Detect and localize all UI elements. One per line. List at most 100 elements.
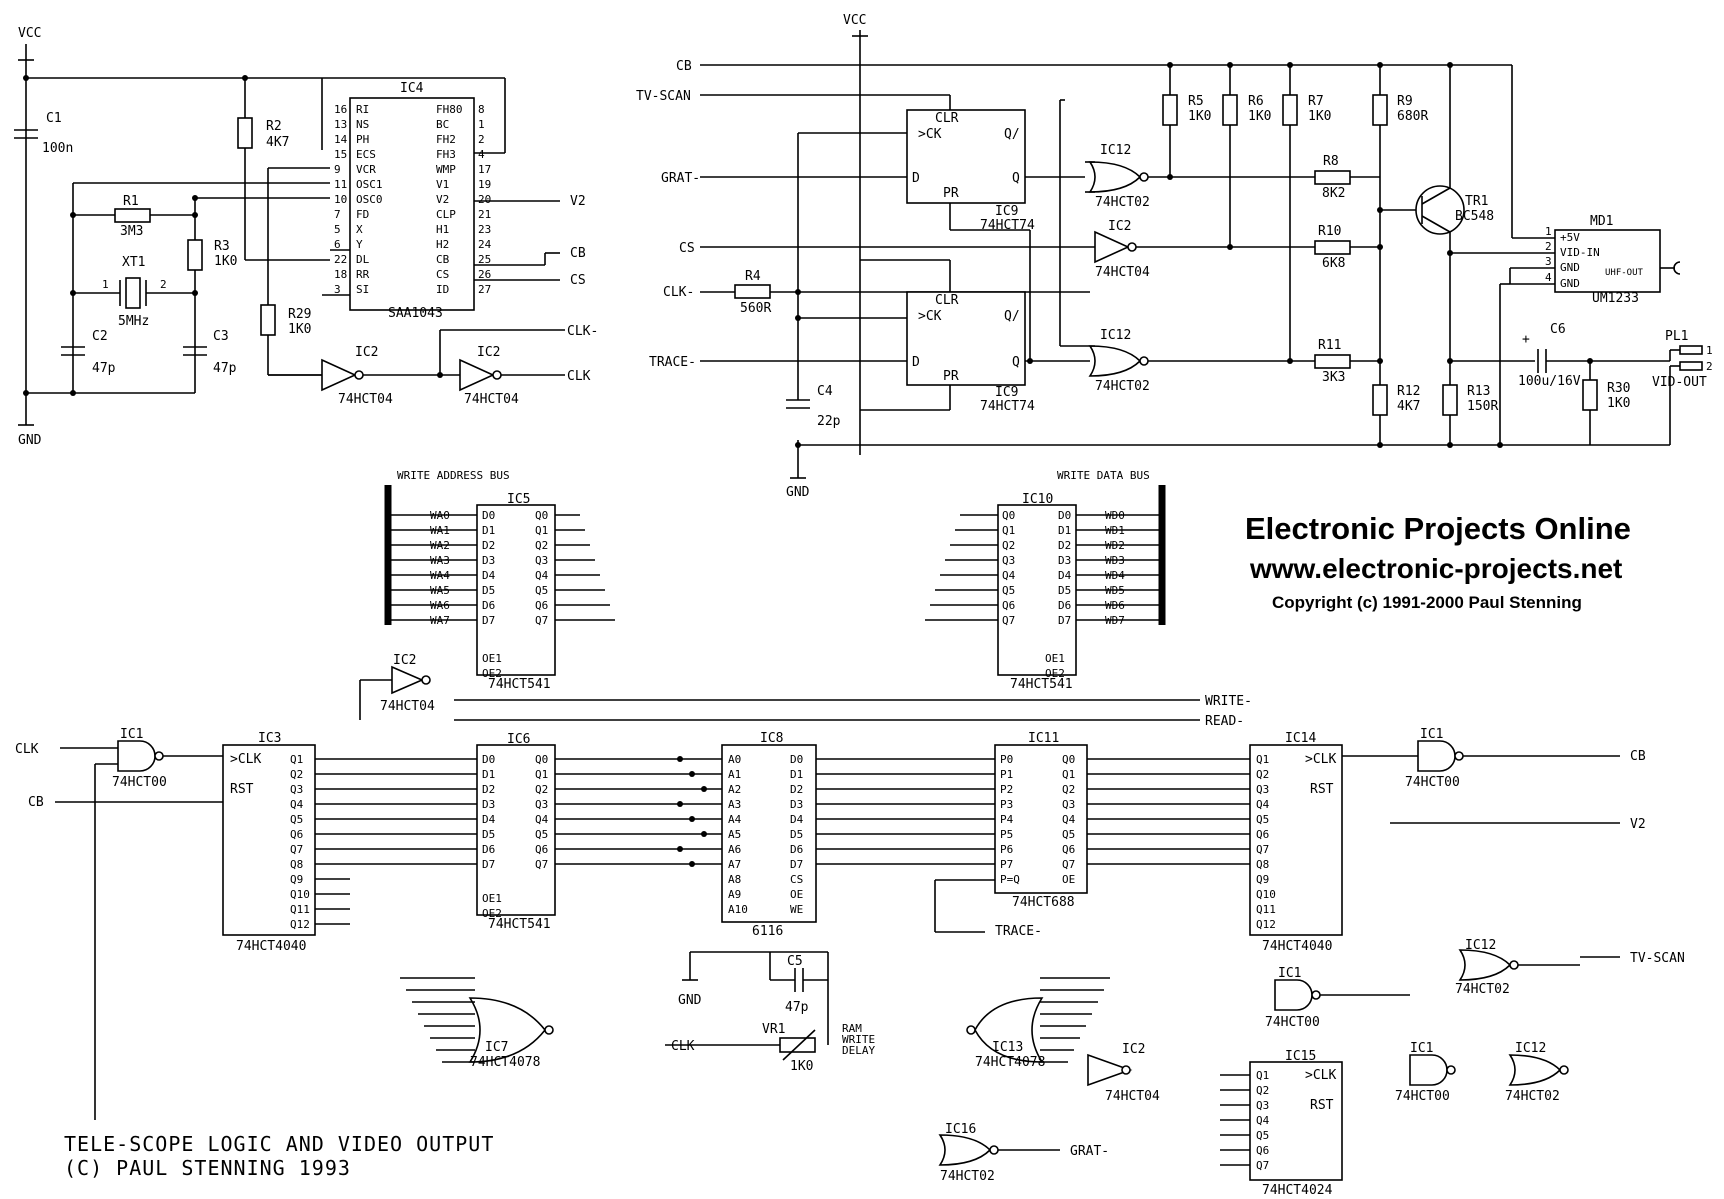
svg-text:2: 2 xyxy=(1545,240,1552,253)
ic4-pin-bc: BC xyxy=(436,118,449,131)
md1-value: UM1233 xyxy=(1592,291,1639,306)
ic11-q4: Q4 xyxy=(1062,813,1076,826)
svg-text:D0: D0 xyxy=(1058,509,1071,522)
svg-text:OE2: OE2 xyxy=(1045,667,1065,680)
ic14-q5: Q5 xyxy=(1256,813,1269,826)
svg-text:D2: D2 xyxy=(482,539,495,552)
ic4-cs-label: CS xyxy=(570,273,586,288)
svg-text:3: 3 xyxy=(334,283,341,296)
in-cs-label: CS xyxy=(679,241,695,256)
ic1b-part: 74HCT00 xyxy=(1405,775,1460,790)
svg-text:18: 18 xyxy=(334,268,347,281)
site-url: www.electronic-projects.net xyxy=(1249,553,1622,584)
ic4-pin-ecs: ECS xyxy=(356,148,376,161)
svg-text:74HCT541: 74HCT541 xyxy=(488,677,551,692)
ic8-a1: A1 xyxy=(728,768,741,781)
r30-label: R30 xyxy=(1607,381,1630,396)
svg-text:9: 9 xyxy=(334,163,341,176)
svg-text:Q2: Q2 xyxy=(535,539,548,552)
r11-value: 3K3 xyxy=(1322,370,1345,385)
svg-text:74HCT688: 74HCT688 xyxy=(1012,895,1075,910)
svg-text:D1: D1 xyxy=(1058,524,1071,537)
ic3-q3: Q3 xyxy=(290,783,303,796)
svg-text:IC10: IC10 xyxy=(1022,492,1053,507)
ic4-pin-si: SI xyxy=(356,283,369,296)
md1-body xyxy=(1554,229,1661,293)
ic14-q11: Q11 xyxy=(1256,903,1276,916)
svg-text:4: 4 xyxy=(1545,271,1552,284)
svg-text:Q: Q xyxy=(1012,355,1020,370)
ic11-oe: OE xyxy=(1062,873,1075,886)
ic3-q12: Q12 xyxy=(290,918,310,931)
svg-text:Q0: Q0 xyxy=(535,753,548,766)
r9-label: R9 xyxy=(1397,94,1413,109)
ic15-q2: Q2 xyxy=(1256,1084,1269,1097)
in-trace-label: TRACE- xyxy=(649,355,696,370)
ic1d-part: 74HCT00 xyxy=(1395,1089,1450,1104)
ic8-a2: A2 xyxy=(728,783,741,796)
ic8-a0: A0 xyxy=(728,753,741,766)
vidout-label: VID-OUT xyxy=(1652,375,1707,390)
ic3-q10: Q10 xyxy=(290,888,310,901)
ic11-p7: P7 xyxy=(1000,858,1013,871)
ic11-q0: Q0 xyxy=(1062,753,1075,766)
svg-text:Q7: Q7 xyxy=(535,858,548,871)
svg-text:24: 24 xyxy=(478,238,492,251)
ic11-p5: P5 xyxy=(1000,828,1013,841)
ic15-q5: Q5 xyxy=(1256,1129,1269,1142)
ic12b-part: 74HCT02 xyxy=(1095,379,1150,394)
ic8-a5: A5 xyxy=(728,828,741,841)
ic14-q7: Q7 xyxy=(1256,843,1269,856)
svg-text:1: 1 xyxy=(1706,344,1713,357)
svg-text:VID-IN: VID-IN xyxy=(1560,246,1600,259)
ic4-body xyxy=(349,97,475,311)
ic15: IC15 74HCT4024 >CLK RST xyxy=(1249,1049,1343,1198)
c2-value: 47p xyxy=(92,361,116,376)
ic14-q9: Q9 xyxy=(1256,873,1269,886)
vr1-value: 1K0 xyxy=(790,1059,813,1074)
svg-text:D6: D6 xyxy=(1058,599,1071,612)
svg-text:PR: PR xyxy=(943,186,959,201)
svg-text:+: + xyxy=(1522,332,1530,347)
svg-text:IC3: IC3 xyxy=(258,731,281,746)
svg-text:Q6: Q6 xyxy=(535,599,548,612)
ic4-pin-id: ID xyxy=(436,283,449,296)
ic11-q5: Q5 xyxy=(1062,828,1075,841)
ic8-d7: D7 xyxy=(790,858,803,871)
ic4-pin-fd: FD xyxy=(356,208,369,221)
c1-value: 100n xyxy=(42,141,73,156)
svg-text:19: 19 xyxy=(478,178,491,191)
ic7-ref: IC7 xyxy=(485,1040,508,1055)
r3-label: R3 xyxy=(214,239,230,254)
ic14-q12: Q12 xyxy=(1256,918,1276,931)
ic15-q6: Q6 xyxy=(1256,1144,1269,1157)
in-cb-label: CB xyxy=(676,59,692,74)
svg-text:IC15: IC15 xyxy=(1285,1049,1316,1064)
ic11-peqq: P=Q xyxy=(1000,873,1020,886)
ic1c-ref: IC1 xyxy=(1278,966,1301,981)
svg-text:D4: D4 xyxy=(482,813,496,826)
ic2-write-part: 74HCT04 xyxy=(380,699,435,714)
svg-text:D2: D2 xyxy=(482,783,495,796)
svg-text:D5: D5 xyxy=(1058,584,1071,597)
ic4-cb-label: CB xyxy=(570,246,586,261)
ic1a-part: 74HCT00 xyxy=(112,775,167,790)
ic9b-ref: IC9 xyxy=(995,385,1018,400)
svg-text:21: 21 xyxy=(478,208,491,221)
ic4-pin-y: Y xyxy=(356,238,363,251)
ic11-q3: Q3 xyxy=(1062,798,1075,811)
ic2-gate-ref: IC2 xyxy=(1122,1042,1145,1057)
ic2-osc-ref-2: IC2 xyxy=(477,345,500,360)
ic1c-part: 74HCT00 xyxy=(1265,1015,1320,1030)
svg-text:IC8: IC8 xyxy=(760,731,783,746)
r6-value: 1K0 xyxy=(1248,109,1271,124)
ic8-d2: D2 xyxy=(790,783,803,796)
ic8-a8: A8 xyxy=(728,873,741,886)
ic4-pin-vcr: VCR xyxy=(356,163,376,176)
r29-label: R29 xyxy=(288,307,311,322)
schematic-title: TELE-SCOPE LOGIC AND VIDEO OUTPUT xyxy=(64,1132,494,1156)
ic7-gate xyxy=(468,997,547,1063)
write-label: WRITE- xyxy=(1205,694,1252,709)
svg-text:11: 11 xyxy=(334,178,347,191)
r4-value: 560R xyxy=(740,301,771,316)
